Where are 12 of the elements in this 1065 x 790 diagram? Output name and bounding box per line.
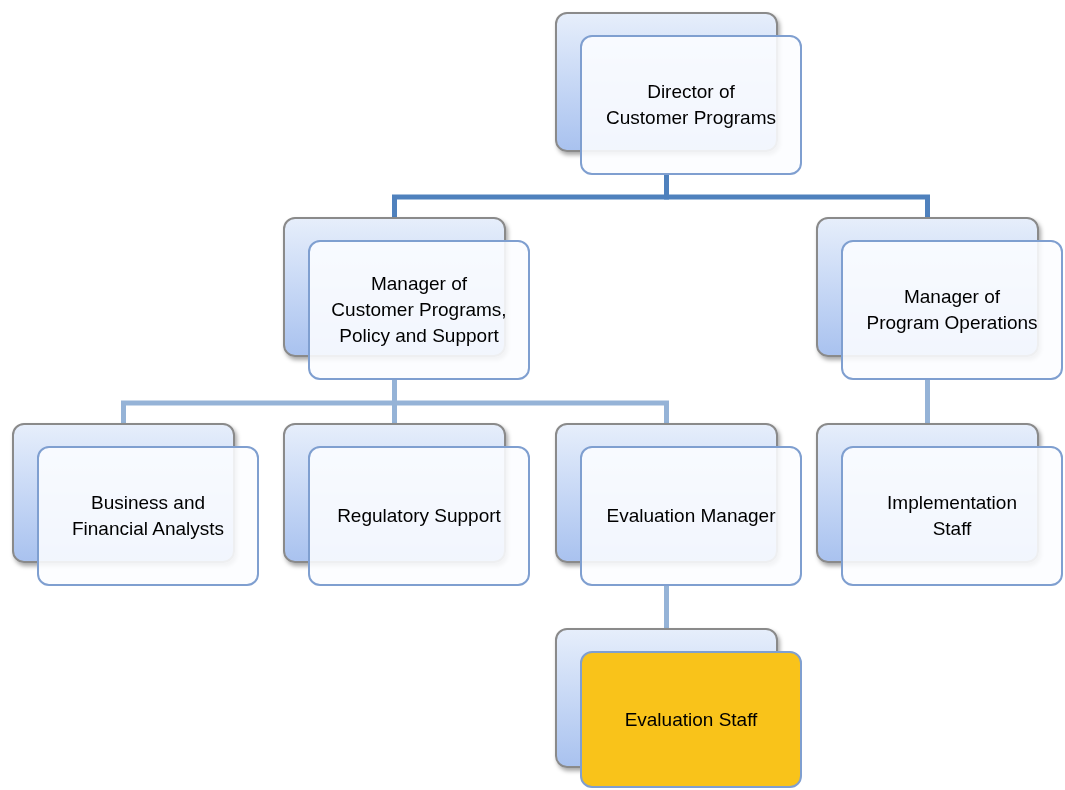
card-label: Evaluation Manager xyxy=(606,504,776,528)
card-label: Director of Customer Programs xyxy=(605,80,777,130)
card-label: Business and Financial Analysts xyxy=(70,491,226,541)
connector-line xyxy=(664,586,669,628)
connector-line xyxy=(925,380,930,423)
connector-line xyxy=(392,380,669,423)
card-label: Evaluation Staff xyxy=(624,707,758,732)
card-label: Implementation Staff xyxy=(886,491,1018,541)
card-label: Manager of Program Operations xyxy=(865,285,1039,335)
connector-line xyxy=(664,175,930,217)
card-label: Manager of Customer Programs, Policy and Support xyxy=(330,272,508,348)
card-label: Regulatory Support xyxy=(337,504,501,528)
